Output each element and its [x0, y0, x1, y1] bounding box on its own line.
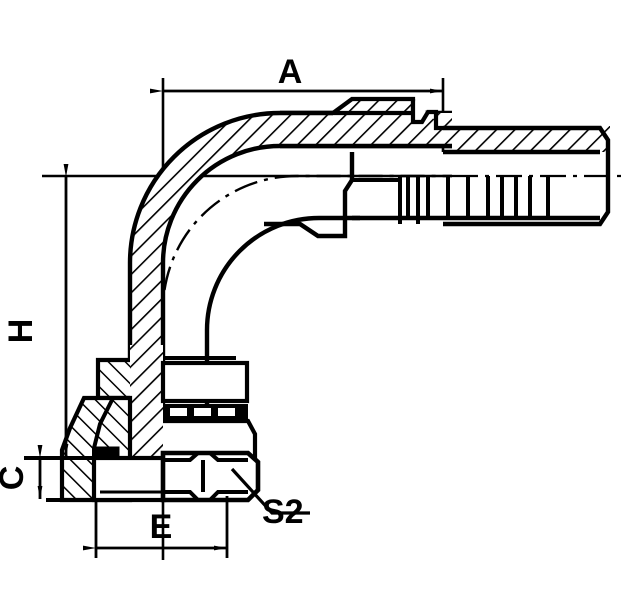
seat-face-band [91, 455, 167, 503]
ferrule-notch [410, 99, 443, 131]
hose-barb-group [264, 125, 611, 239]
lower-leg-group [24, 345, 261, 503]
s2-leader-line [230, 467, 310, 515]
nipple-top-profile [280, 96, 452, 149]
hex-nut-bottom-chamfer [163, 490, 248, 502]
dimension-label-C: C [0, 466, 31, 491]
hex-nut-outline [160, 450, 261, 503]
hex-nut-flat-edge-right [208, 451, 248, 462]
stem-lower-profile [264, 221, 348, 239]
barb-top-outline [443, 125, 611, 227]
dimension-H: H [2, 164, 69, 457]
dimension-C: C [0, 445, 43, 499]
hex-nut-flat-edge-left [163, 451, 200, 462]
nipple-shoulder-hump [326, 96, 416, 116]
elbow-outer-wall-outline [127, 110, 452, 500]
dimension-label-S2: S2 [262, 493, 304, 531]
dimension-label-A: A [278, 53, 303, 91]
elbow-bore-inner-curve [204, 215, 360, 500]
elbow-inner-wall-outline [160, 143, 452, 500]
leg-collar-step [95, 357, 130, 401]
dimension-label-H: H [2, 319, 40, 344]
callout-S2: S2 [230, 467, 310, 531]
elbow-centerline-arc [161, 174, 452, 500]
swivel-shoulder-block [160, 360, 250, 404]
dimension-label-E: E [150, 508, 173, 546]
dimension-E: E [83, 496, 229, 558]
thread-band [163, 404, 248, 421]
dimension-A: A [150, 53, 443, 94]
